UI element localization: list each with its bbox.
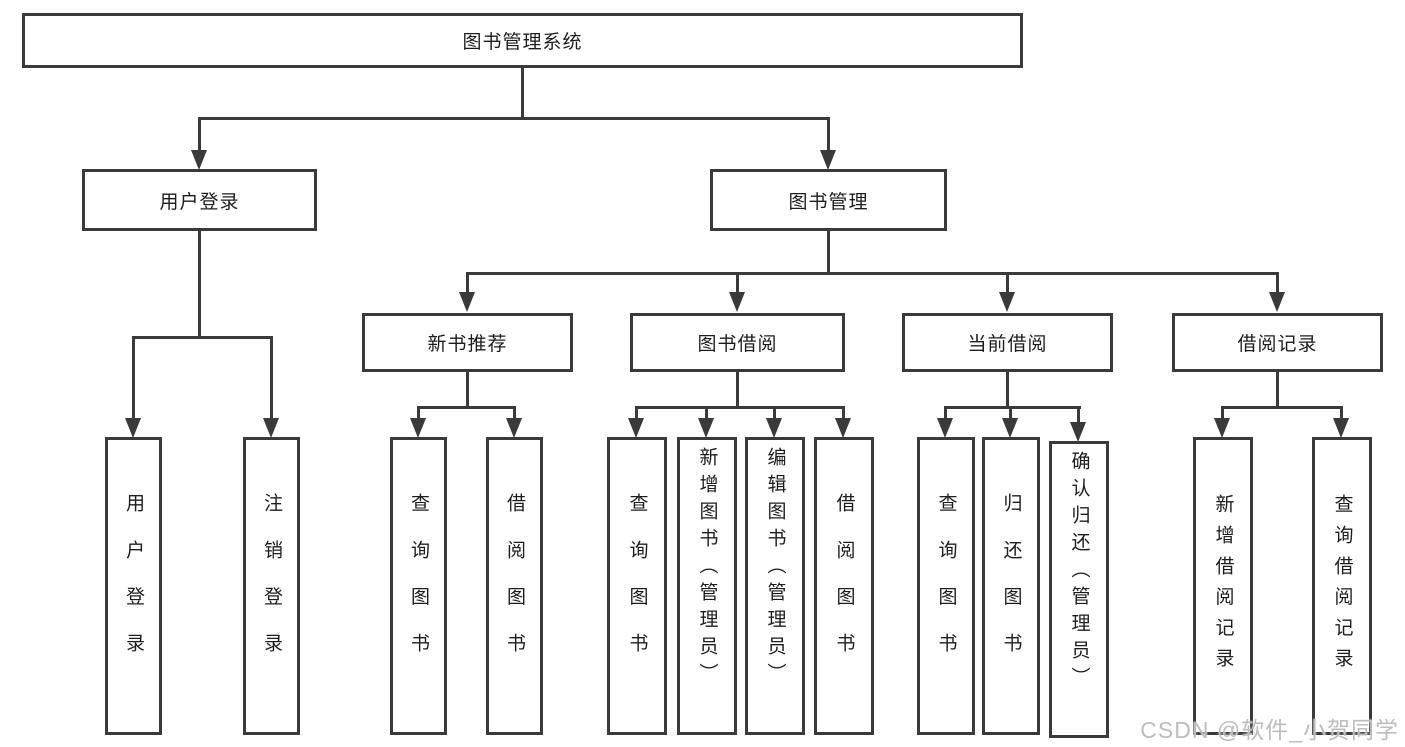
node-book-borrowing-label: 图书借阅 bbox=[697, 334, 778, 355]
arrow-down-icon bbox=[1269, 292, 1285, 312]
line bbox=[944, 406, 1081, 409]
leaf-logout-label: 注销登录 bbox=[261, 492, 282, 680]
arrow-down-icon bbox=[628, 418, 644, 438]
leaf-bb-add-book: 新增图书（管理员） bbox=[677, 437, 737, 735]
line bbox=[466, 372, 469, 406]
leaf-br-add-record: 新增借阅记录 bbox=[1193, 437, 1253, 735]
leaf-br-query-record: 查询借阅记录 bbox=[1312, 437, 1372, 735]
arrow-down-icon bbox=[263, 418, 279, 438]
arrow-down-icon bbox=[1002, 418, 1018, 438]
line bbox=[773, 406, 776, 421]
line bbox=[513, 406, 516, 421]
node-new-book-recommendation-label: 新书推荐 bbox=[427, 334, 508, 355]
leaf-rec-borrow-book-label: 借阅图书 bbox=[504, 492, 525, 680]
node-user-login: 用户登录 bbox=[82, 169, 317, 231]
leaf-user-login: 用户登录 bbox=[105, 437, 162, 735]
node-borrowing-records-label: 借阅记录 bbox=[1237, 334, 1318, 355]
arrow-down-icon bbox=[1070, 422, 1086, 442]
node-root-label: 图书管理系统 bbox=[462, 32, 583, 53]
line bbox=[1006, 272, 1009, 294]
leaf-rec-query-book-label: 查询图书 bbox=[408, 492, 429, 680]
arrow-down-icon bbox=[1333, 418, 1349, 438]
line bbox=[270, 336, 273, 420]
arrow-down-icon bbox=[191, 150, 207, 170]
leaf-bb-borrow-book: 借阅图书 bbox=[814, 437, 874, 735]
node-borrowing-records: 借阅记录 bbox=[1172, 313, 1383, 372]
line bbox=[736, 372, 739, 406]
leaf-rec-query-book: 查询图书 bbox=[390, 437, 447, 735]
line bbox=[132, 336, 135, 420]
arrow-down-icon bbox=[937, 418, 953, 438]
leaf-bb-add-book-label: 新增图书（管理员） bbox=[696, 447, 718, 690]
arrow-down-icon bbox=[506, 418, 522, 438]
line bbox=[198, 231, 201, 336]
line bbox=[132, 336, 272, 339]
node-user-login-label: 用户登录 bbox=[159, 191, 240, 213]
line bbox=[417, 406, 516, 409]
leaf-user-login-label: 用户登录 bbox=[123, 492, 144, 680]
line bbox=[827, 231, 830, 273]
node-new-book-recommendation: 新书推荐 bbox=[362, 313, 573, 372]
node-book-management-label: 图书管理 bbox=[788, 191, 869, 213]
arrow-down-icon bbox=[410, 418, 426, 438]
arrow-down-icon bbox=[729, 292, 745, 312]
arrow-down-icon bbox=[1214, 418, 1230, 438]
line bbox=[827, 117, 830, 152]
leaf-cb-query-book: 查询图书 bbox=[917, 437, 975, 735]
node-root: 图书管理系统 bbox=[22, 13, 1023, 68]
node-book-borrowing: 图书借阅 bbox=[630, 313, 845, 372]
arrow-down-icon bbox=[766, 418, 782, 438]
node-current-borrowing: 当前借阅 bbox=[902, 313, 1113, 372]
leaf-cb-return-book: 归还图书 bbox=[982, 437, 1040, 735]
line bbox=[1077, 406, 1080, 424]
line bbox=[736, 272, 739, 294]
line bbox=[198, 117, 830, 120]
leaf-logout: 注销登录 bbox=[243, 437, 300, 735]
arrow-down-icon bbox=[835, 418, 851, 438]
node-book-management: 图书管理 bbox=[710, 169, 947, 231]
line bbox=[198, 117, 201, 152]
line bbox=[417, 406, 420, 421]
leaf-br-add-record-label: 新增借阅记录 bbox=[1212, 493, 1234, 679]
line bbox=[1340, 406, 1343, 421]
leaf-rec-borrow-book: 借阅图书 bbox=[486, 437, 543, 735]
leaf-cb-query-book-label: 查询图书 bbox=[935, 492, 957, 680]
leaf-bb-borrow-book-label: 借阅图书 bbox=[833, 492, 855, 680]
line bbox=[842, 406, 845, 421]
arrow-down-icon bbox=[999, 292, 1015, 312]
leaf-cb-confirm-return: 确认归还（管理员） bbox=[1049, 441, 1109, 738]
line bbox=[521, 68, 524, 118]
line bbox=[1276, 272, 1279, 294]
line bbox=[1221, 406, 1343, 409]
watermark: CSDN @软件_小贺同学 bbox=[1140, 717, 1399, 743]
line bbox=[1006, 372, 1009, 406]
line bbox=[466, 272, 469, 294]
arrow-down-icon bbox=[125, 418, 141, 438]
leaf-bb-edit-book: 编辑图书（管理员） bbox=[745, 437, 805, 735]
arrow-down-icon bbox=[820, 150, 836, 170]
leaf-bb-query-book: 查询图书 bbox=[607, 437, 667, 735]
leaf-cb-return-book-label: 归还图书 bbox=[1000, 492, 1022, 680]
leaf-cb-confirm-return-label: 确认归还（管理员） bbox=[1068, 451, 1090, 694]
arrow-down-icon bbox=[459, 292, 475, 312]
line bbox=[466, 272, 1279, 275]
line bbox=[944, 406, 947, 421]
leaf-br-query-record-label: 查询借阅记录 bbox=[1331, 493, 1353, 679]
arrow-down-icon bbox=[698, 418, 714, 438]
line bbox=[1009, 406, 1012, 421]
line bbox=[635, 406, 845, 409]
line bbox=[1221, 406, 1224, 421]
line bbox=[1276, 372, 1279, 406]
leaf-bb-edit-book-label: 编辑图书（管理员） bbox=[764, 447, 786, 690]
leaf-bb-query-book-label: 查询图书 bbox=[626, 492, 648, 680]
node-current-borrowing-label: 当前借阅 bbox=[967, 334, 1048, 355]
line bbox=[635, 406, 638, 421]
line bbox=[705, 406, 708, 421]
